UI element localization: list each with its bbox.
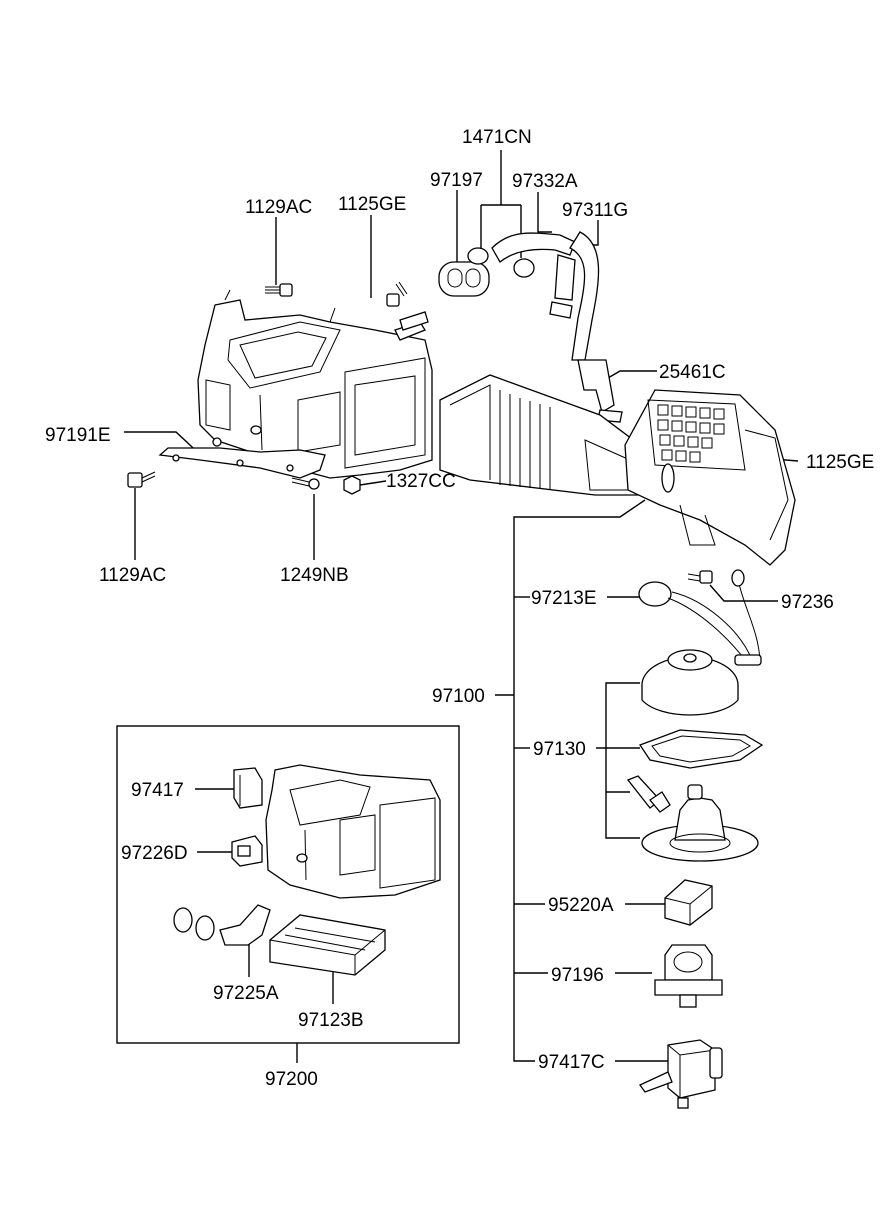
part-labels: 1471CN 97197 97332A 97311G 1129AC 1125GE… [45,127,874,1090]
label-97226d: 97226D [121,843,188,864]
label-97213e: 97213E [531,588,597,609]
label-97311g: 97311G [562,200,628,221]
nut-1327cc-illustration [343,475,361,495]
inset-heater-unit-illustration [265,764,441,899]
label-25461c: 25461C [659,362,726,383]
label-97100: 97100 [432,686,485,707]
label-97200: 97200 [265,1069,318,1090]
bolt-1125ge-top-illustration [386,281,408,307]
inset-hose-97225a-illustration [173,904,271,946]
label-97130: 97130 [533,739,586,760]
blower-case-illustration [624,389,796,566]
label-1471cn: 1471CN [462,127,532,148]
gasket-illustration [639,729,764,769]
leader-lines [124,150,799,1063]
blower-fan-97130-illustration [641,649,739,716]
bolt-1129ac-top-illustration [265,283,293,297]
inset-heater-core-97123b-illustration [269,914,386,976]
blower-motor-illustration [641,784,759,862]
label-97196: 97196 [551,965,604,986]
resistor-97196-illustration [654,944,723,1008]
label-97332a: 97332A [512,171,578,192]
wire-harness-97213e-illustration [638,569,762,666]
heater-unit-illustration [197,289,433,479]
cooling-tube-illustration [626,775,671,813]
heater-unit-inset-frame [116,725,460,1044]
label-1129ac-left: 1129AC [99,565,166,586]
label-1249nb: 1249NB [280,565,349,586]
label-97197: 97197 [430,170,483,191]
label-95220a: 95220A [548,895,614,916]
label-1125ge-right: 1125GE [806,452,874,473]
drain-hose-illustration [491,231,623,423]
label-97191e: 97191E [45,425,111,446]
inset-actuator-97417-illustration [233,767,263,809]
bolt-97236-illustration [687,570,713,584]
blower-intake-grille [657,404,725,463]
grommet-97197-illustration [438,261,490,297]
label-97417c: 97417C [538,1052,605,1073]
label-1125ge-top: 1125GE [338,194,406,215]
actuator-97417c-illustration [639,1039,723,1109]
label-97123b: 97123B [298,1010,364,1031]
label-97225a: 97225A [213,983,279,1004]
label-1327cc: 1327CC [386,471,456,492]
clamp-1471cn-illustration [467,247,535,278]
bolt-1129ac-left-illustration [127,471,156,488]
screw-1249nb-illustration [291,477,320,490]
label-97417: 97417 [131,780,184,801]
inset-sensor-97226d-illustration [231,835,263,867]
relay-95220a-illustration [664,879,713,926]
label-97236: 97236 [781,592,834,613]
label-1129ac-top: 1129AC [245,197,312,218]
